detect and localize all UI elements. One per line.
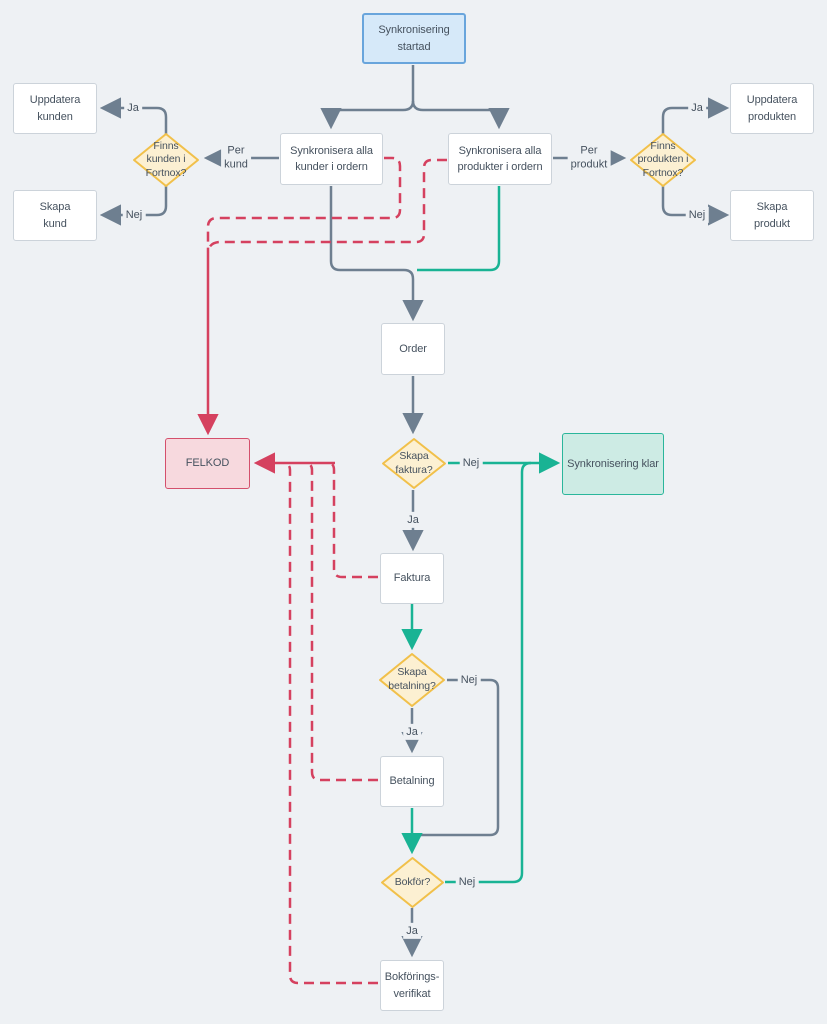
node-synkronisera-alla-produkter: Synkronisera alla produkter i ordern (448, 133, 552, 185)
edge-faktura-error (327, 461, 378, 579)
node-label: produkten i (637, 153, 689, 166)
node-label: FELKOD (185, 457, 230, 470)
node-label: faktura? (395, 463, 433, 476)
node-label: Skapa (399, 449, 429, 462)
node-label: startad (397, 40, 431, 53)
edge-label-kund-ja: Ja (124, 99, 142, 117)
node-label: kund (43, 217, 67, 230)
node-label: Skapa (756, 201, 788, 213)
node-label: Synkronisera alla (290, 144, 373, 157)
node-skapa-produkt: Skapa produkt (730, 190, 814, 241)
node-label: Bokför? (394, 875, 431, 888)
edge-label-bokfor-ja: Ja (403, 922, 421, 940)
node-label: Fortnox? (145, 166, 187, 179)
diamond-shape (379, 653, 445, 707)
node-synkronisering-startad: Synkronisering startad (362, 13, 466, 64)
node-label: produkten (747, 110, 797, 123)
node-felkod: FELKOD (165, 438, 250, 489)
node-label: verifikat (393, 987, 431, 1000)
edge-start-to-sync-kunder (320, 65, 415, 130)
diamond-shape (381, 857, 444, 908)
edge-sync-kunder-error (206, 156, 402, 250)
node-uppdatera-kunden: Uppdatera kunden (13, 83, 97, 134)
node-label: Synkronisering klar (567, 457, 659, 470)
node-label: Finns (650, 139, 676, 152)
diamond-shape (382, 438, 446, 489)
node-label: Skapa (39, 201, 71, 213)
node-label: Synkronisering (378, 24, 450, 36)
edge-label-kund-nej: Nej (122, 206, 146, 224)
node-label: betalning? (388, 680, 436, 692)
edge-label-faktura-nej: Nej (459, 454, 483, 472)
node-label: kunden i (146, 153, 186, 166)
edge-sync-kunder-to-order (329, 186, 424, 322)
edge-label-line: produkt (570, 159, 608, 171)
node-label: Bokförings- (384, 971, 440, 983)
node-synkronisering-klar: Synkronisering klar (562, 433, 664, 495)
node-label: kunder i ordern (295, 161, 368, 173)
edge-skapa-betalning-nej-loop (416, 678, 500, 837)
diamond-shape (133, 133, 199, 187)
node-finns-kunden-i-fortnox: Finns kunden i Fortnox? (132, 132, 200, 188)
edge-betalning-error (305, 461, 378, 782)
node-label: Uppdatera (746, 94, 798, 106)
node-label: Faktura (393, 572, 431, 585)
edge-label-per-kund: Per kund (221, 142, 251, 174)
edge-finns-produkten-nej (661, 186, 730, 226)
edge-label-bokfor-nej: Nej (455, 873, 479, 891)
edge-start-to-sync-produkter (411, 100, 510, 130)
node-uppdatera-produkten: Uppdatera produkten (730, 83, 814, 134)
edge-finns-produkten-ja (661, 97, 730, 134)
edge-label-betalning-ja: Ja (403, 723, 421, 741)
edge-label-faktura-ja: Ja (404, 511, 422, 529)
edge-label-line: Per (580, 144, 598, 157)
node-label: Skapa (397, 666, 427, 679)
node-label: Finns (153, 139, 179, 152)
node-label: kunden (37, 110, 73, 123)
edge-sync-produkter-error (206, 158, 447, 253)
node-bokforingsverifikat: Bokförings- verifikat (380, 960, 444, 1011)
edge-finns-kunden-nej (99, 186, 168, 226)
node-faktura: Faktura (380, 553, 444, 604)
edge-label-betalning-nej: Nej (457, 671, 481, 689)
edge-bokfor-nej-to-klar (445, 461, 532, 884)
edge-label-produkt-ja: Ja (688, 99, 706, 117)
node-label: Synkronisera alla (458, 144, 542, 157)
node-skapa-faktura: Skapa faktura? (381, 437, 447, 490)
diamond-shape (630, 133, 696, 187)
node-label: Fortnox? (642, 166, 684, 179)
node-betalning: Betalning (380, 756, 444, 807)
node-label: produkt (754, 217, 790, 230)
edge-sync-produkter-to-order (417, 186, 501, 272)
edge-verifikat-error (283, 461, 378, 985)
node-label: produkter i ordern (457, 161, 543, 173)
node-skapa-betalning: Skapa betalning? (378, 652, 446, 708)
node-skapa-kund: Skapa kund (13, 190, 97, 241)
edge-finns-kunden-ja (99, 97, 168, 134)
node-order: Order (381, 323, 445, 375)
node-finns-produkten-i-fortnox: Finns produkten i Fortnox? (629, 132, 697, 188)
node-label: Order (399, 342, 427, 355)
node-label: Betalning (389, 775, 435, 788)
edge-label-per-produkt: Per produkt (567, 142, 611, 174)
edge-label-produkt-nej: Nej (685, 206, 709, 224)
node-bokfor: Bokför? (380, 856, 445, 909)
node-label: Uppdatera (29, 94, 81, 106)
edge-label-line: kund (224, 159, 248, 171)
node-synkronisera-alla-kunder: Synkronisera alla kunder i ordern (280, 133, 383, 185)
edge-label-line: Per (227, 144, 245, 157)
